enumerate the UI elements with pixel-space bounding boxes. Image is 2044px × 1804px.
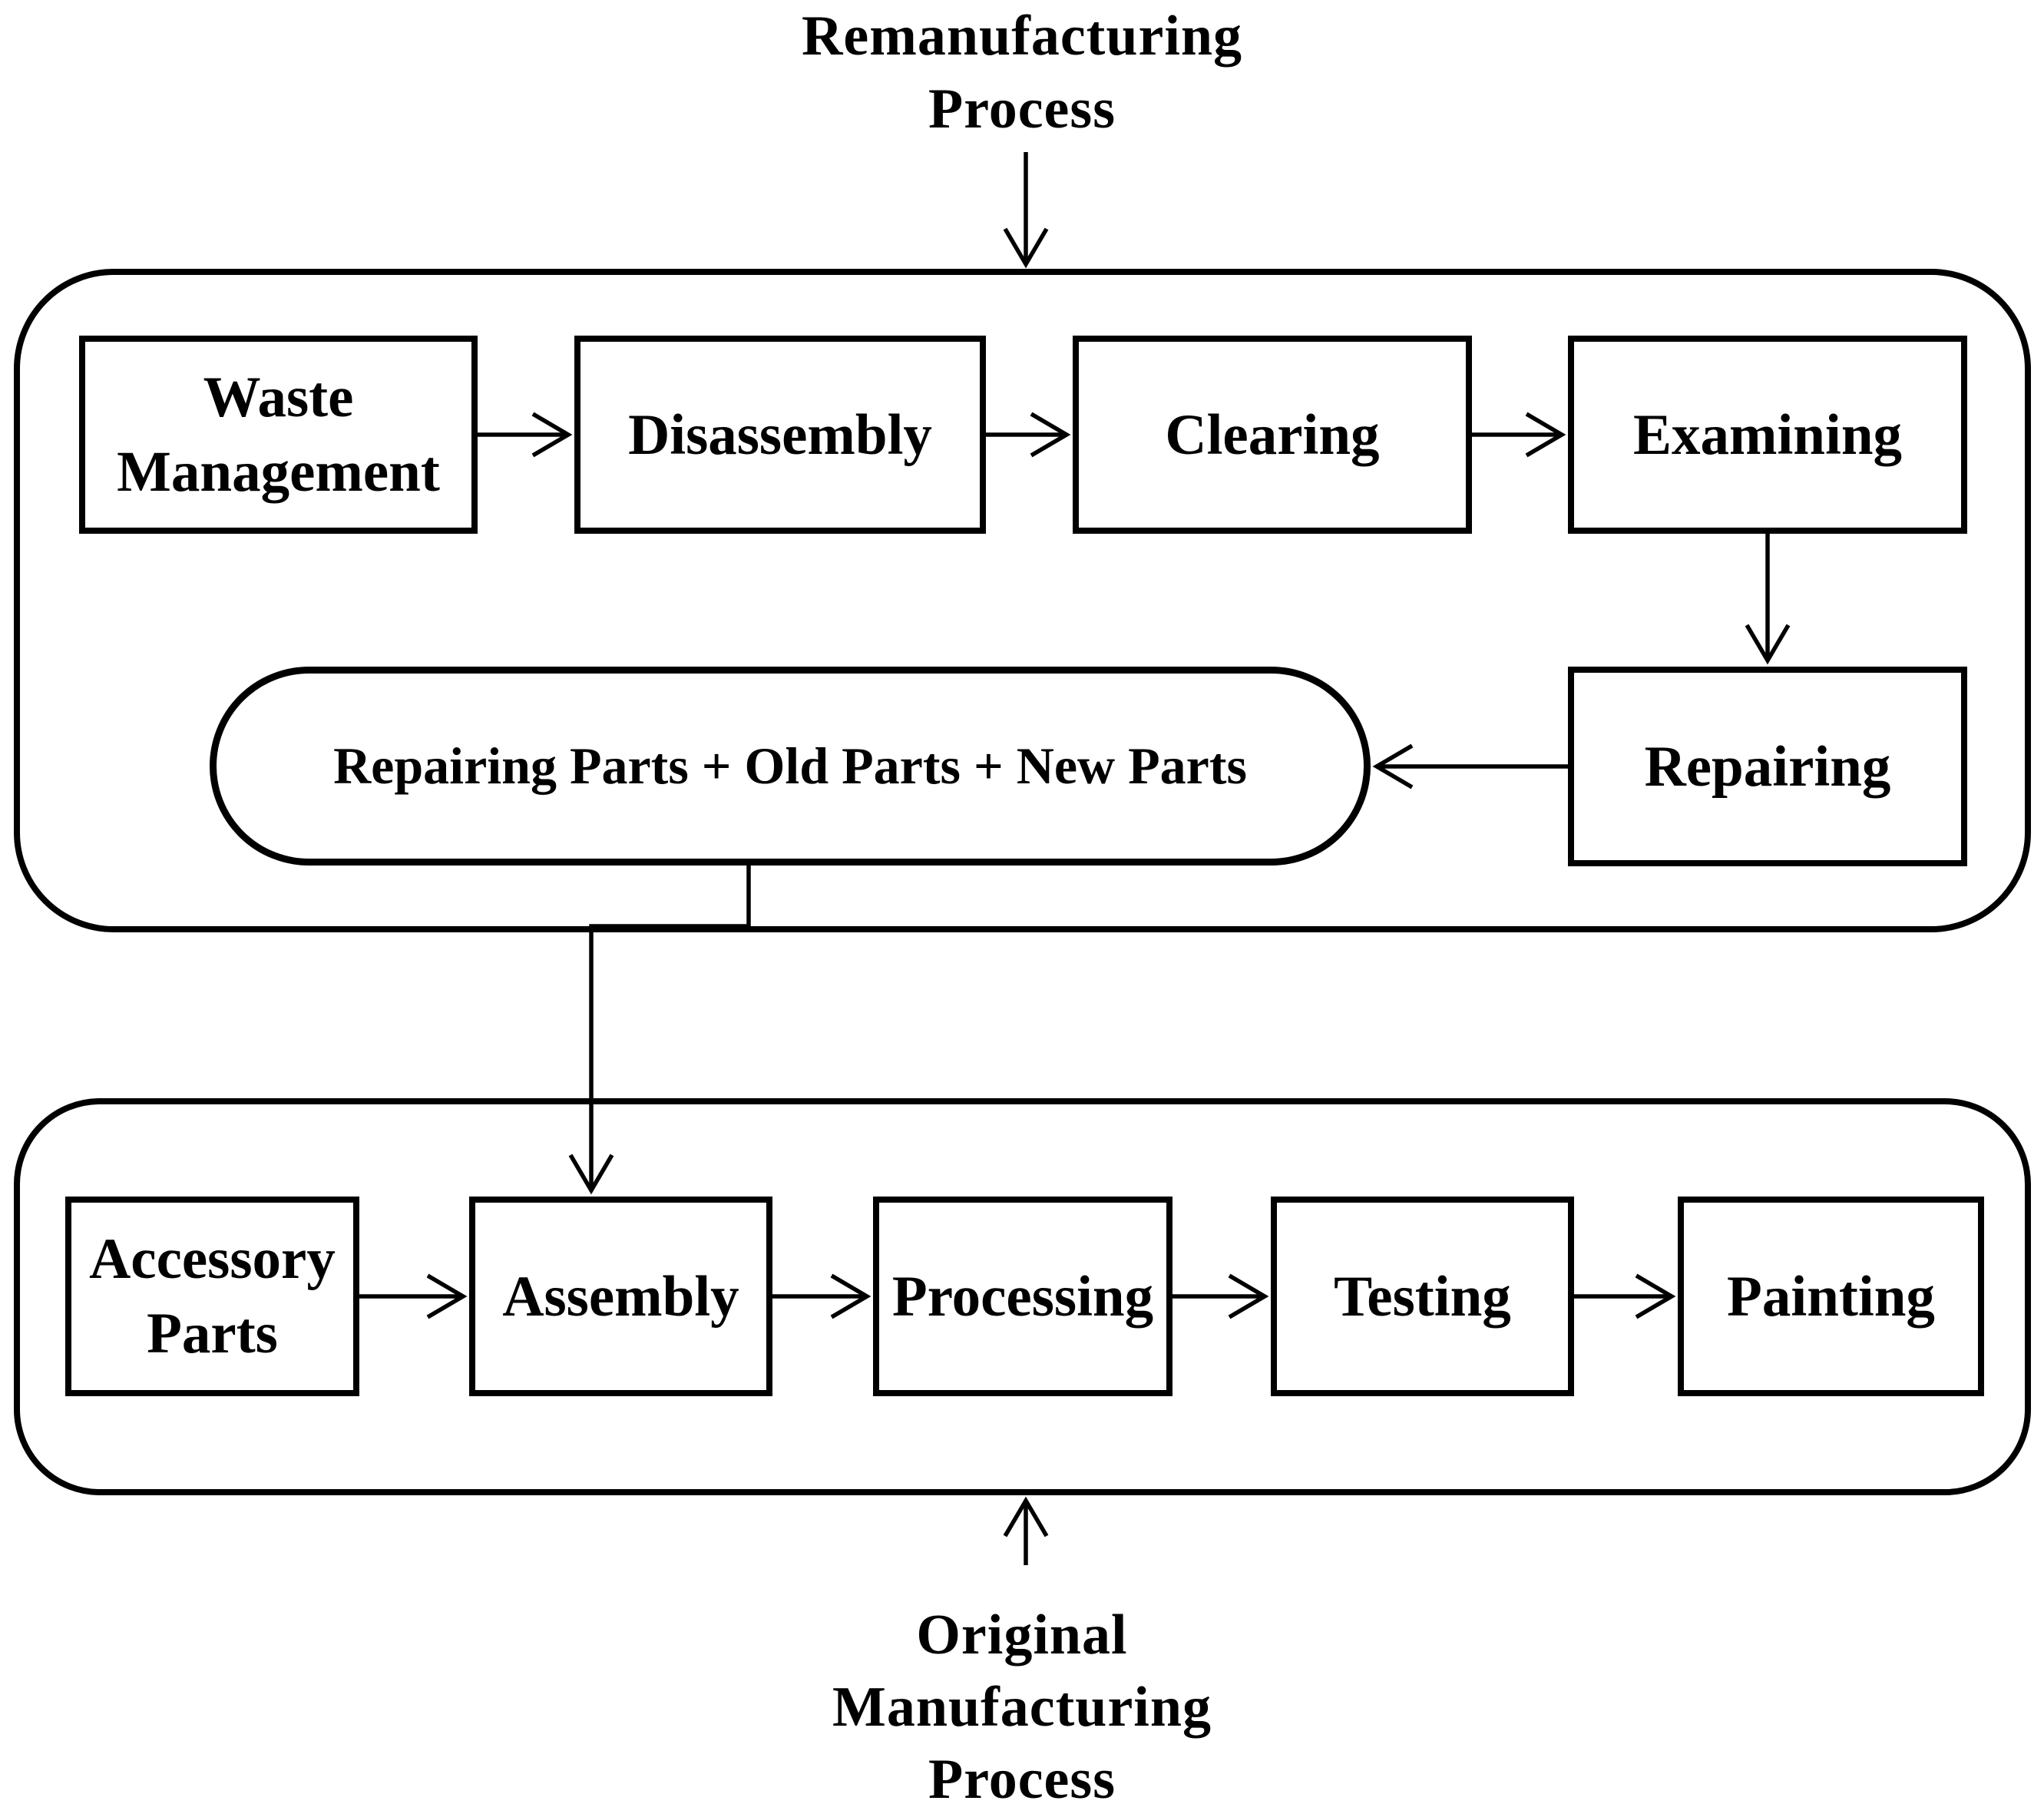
node-label: Testing [1334, 1264, 1511, 1329]
node-label: Processing [891, 1264, 1154, 1329]
node-label: Accessory Parts [89, 1227, 336, 1365]
node-processing: Processing [873, 1197, 1172, 1396]
node-label: Repairing Parts + Old Parts + New Parts [333, 736, 1247, 795]
node-parts-pool: Repairing Parts + Old Parts + New Parts [210, 667, 1371, 866]
node-label: Painting [1727, 1264, 1935, 1329]
node-waste-management: Waste Management [79, 336, 478, 534]
node-accessory-parts: Accessory Parts [65, 1197, 359, 1396]
node-testing: Testing [1271, 1197, 1574, 1396]
node-label: Examining [1632, 402, 1903, 467]
remanufacturing-process-title: Remanufacturing Process [801, 5, 1243, 141]
node-label: Disassembly [628, 402, 932, 467]
original-manufacturing-process-label: Original Manufacturing Process [832, 1604, 1212, 1804]
node-repairing: Repairing [1568, 667, 1967, 866]
node-label: Repairing [1644, 734, 1891, 799]
node-disassembly: Disassembly [574, 336, 986, 534]
node-label: Waste Management [117, 366, 440, 504]
node-examining: Examining [1568, 336, 1967, 534]
node-label: Assembly [502, 1264, 739, 1329]
node-clearing: Clearing [1073, 336, 1472, 534]
node-label: Clearing [1165, 402, 1380, 467]
node-assembly: Assembly [469, 1197, 772, 1396]
node-painting: Painting [1678, 1197, 1984, 1396]
